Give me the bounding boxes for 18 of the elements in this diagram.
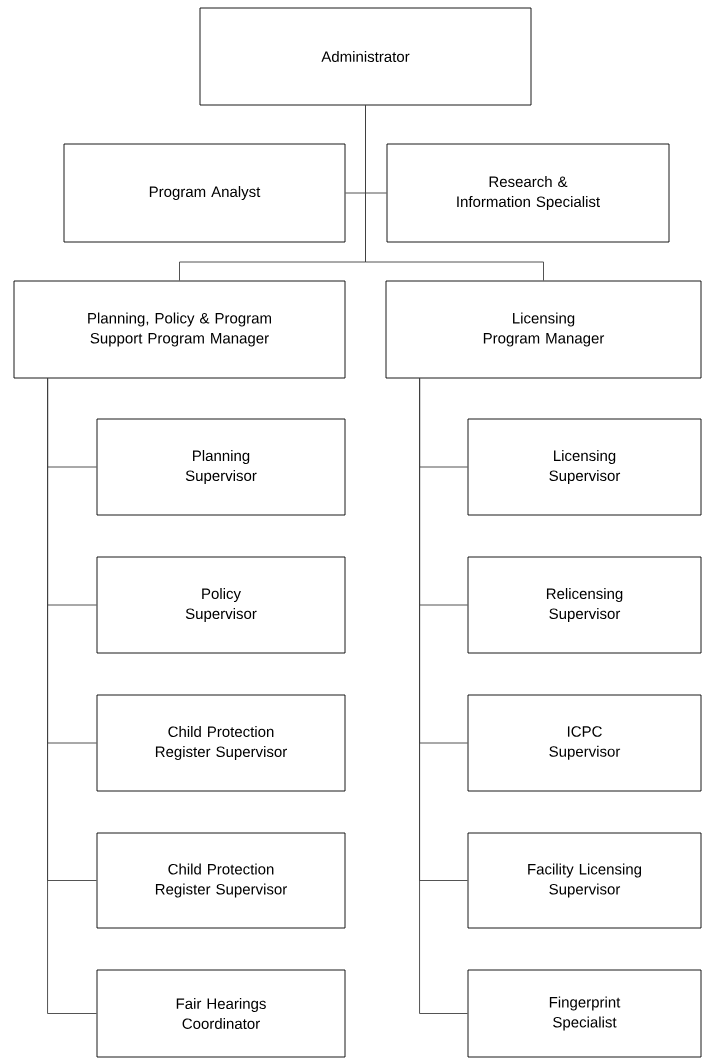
org-box: Research & Information Specialist <box>386 143 670 243</box>
org-box: Facility Licensing Supervisor <box>467 832 702 929</box>
connector-line <box>47 378 97 1014</box>
org-box: Child Protection Register Supervisor <box>96 832 346 929</box>
org-box: Licensing Supervisor <box>467 418 702 516</box>
connector-line <box>365 105 544 281</box>
org-box: ICPC Supervisor <box>467 694 702 792</box>
org-box: Administrator <box>199 7 532 106</box>
org-box: Policy Supervisor <box>96 556 346 654</box>
connector-line <box>419 378 468 1014</box>
org-box: Licensing Program Manager <box>385 280 702 379</box>
org-box: Relicensing Supervisor <box>467 556 702 654</box>
org-box: Fair Hearings Coordinator <box>96 969 346 1058</box>
org-box: Program Analyst <box>63 143 346 243</box>
org-box: Planning, Policy & Program Support Program Manager <box>13 280 346 379</box>
org-box: Fingerprint Specialist <box>467 969 702 1058</box>
org-box: Planning Supervisor <box>96 418 346 516</box>
org-box: Child Protection Register Supervisor <box>96 694 346 792</box>
